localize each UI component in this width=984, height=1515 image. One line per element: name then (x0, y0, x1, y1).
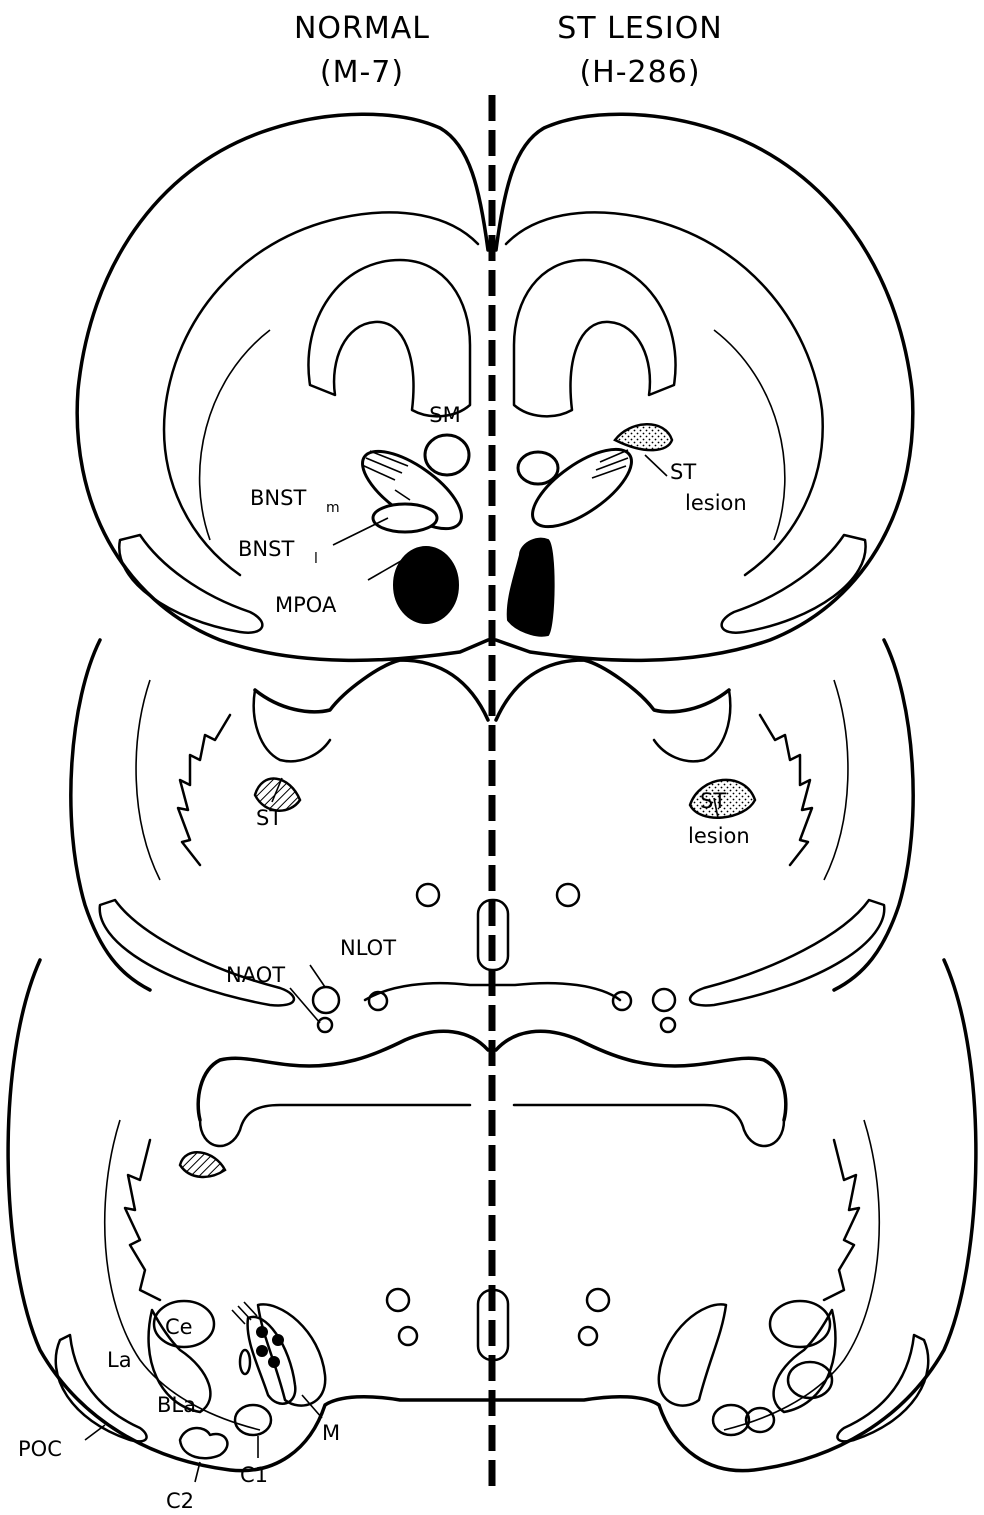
label-poc: POC (18, 1437, 62, 1461)
label-mpoa: MPOA (275, 593, 337, 617)
c2-nucleus (180, 1428, 227, 1458)
label-bnst-m-sub: m (326, 500, 340, 516)
label-st: ST (256, 806, 282, 830)
label-st-lesion-mid-2: lesion (688, 824, 750, 848)
sm-nucleus (425, 435, 469, 475)
label-bnst-l-sub: l (314, 551, 318, 567)
bnst-l-nucleus (373, 504, 437, 532)
label-la: La (107, 1348, 132, 1372)
label-st-lesion-mid-1: ST (700, 789, 726, 813)
label-nlot: NLOT (340, 936, 396, 960)
heading-st-lesion: ST LESION (557, 11, 723, 46)
heading-normal: NORMAL (294, 11, 430, 46)
label-c1: C1 (240, 1463, 268, 1487)
label-ce: Ce (165, 1315, 193, 1339)
label-st-lesion-top-1: ST (670, 460, 696, 484)
label-bla: BLa (157, 1393, 196, 1417)
label-st-lesion-top-2: lesion (685, 491, 747, 515)
label-bnst-l: BNST (238, 537, 294, 561)
label-sm: SM (429, 403, 460, 427)
right-top-nuclei (508, 424, 672, 635)
m-nucleus (258, 1304, 325, 1405)
label-m: M (322, 1421, 340, 1445)
heading-normal-id: (M-7) (320, 55, 404, 90)
label-naot: NAOT (226, 963, 285, 987)
label-c2: C2 (166, 1489, 194, 1513)
heading-st-lesion-id: (H-286) (579, 55, 700, 90)
mpoa-right (508, 539, 554, 636)
left-top-nuclei (351, 435, 474, 623)
c1-nucleus (235, 1405, 271, 1435)
mpoa-left (394, 547, 458, 623)
label-bnst-m: BNST (250, 486, 306, 510)
st-lesion-top (615, 424, 672, 450)
